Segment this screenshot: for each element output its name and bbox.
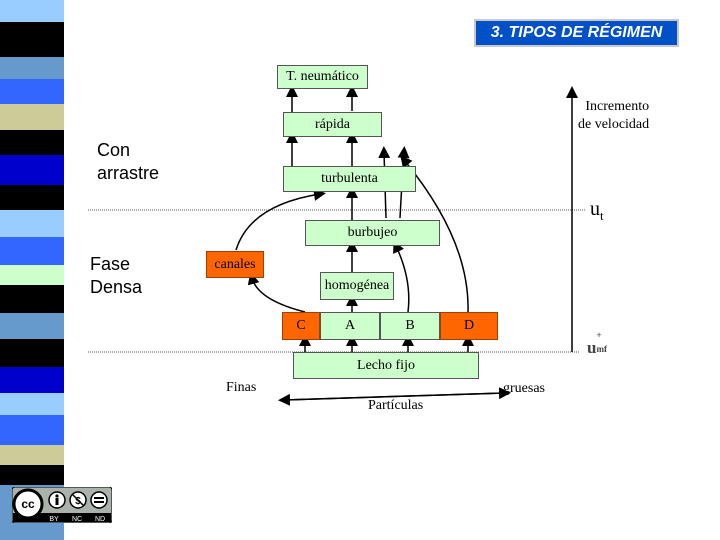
node-burbujeo: burbujeo (305, 220, 440, 246)
label-particulas: Partículas (368, 398, 424, 413)
label-finas: Finas (226, 380, 257, 395)
label-ut: ut (590, 198, 604, 223)
cc-nd-text: ND (95, 516, 105, 523)
svg-text:cc: cc (21, 497, 35, 511)
label-umf: u + mf (587, 330, 607, 357)
node-homogenea: homogénea (320, 272, 394, 300)
node-a: A (320, 312, 380, 340)
node-canales: canales (206, 251, 264, 278)
label-con-arrastre: Con arrastre (97, 140, 160, 183)
node-lecho-fijo: Lecho fijo (293, 352, 479, 379)
label-fase-densa: Fase Densa (90, 254, 143, 297)
cc-license-badge: cc $ BY NC ND (11, 486, 113, 524)
node-c: C (282, 312, 320, 340)
label-gruesas: gruesas (503, 381, 545, 396)
node-t-neumatico: T. neumático (277, 65, 368, 89)
node-rapida: rápida (283, 112, 382, 137)
label-incremento-velocidad: Incremento de velocidad (578, 99, 650, 133)
svg-text:$: $ (75, 496, 81, 507)
cc-by-text: BY (49, 516, 59, 523)
cc-nc-text: NC (72, 516, 82, 523)
node-d: D (440, 312, 498, 340)
node-b: B (380, 312, 440, 340)
node-turbulenta: turbulenta (283, 166, 416, 192)
section-title: 3. TIPOS DE RÉGIMEN (474, 19, 679, 47)
